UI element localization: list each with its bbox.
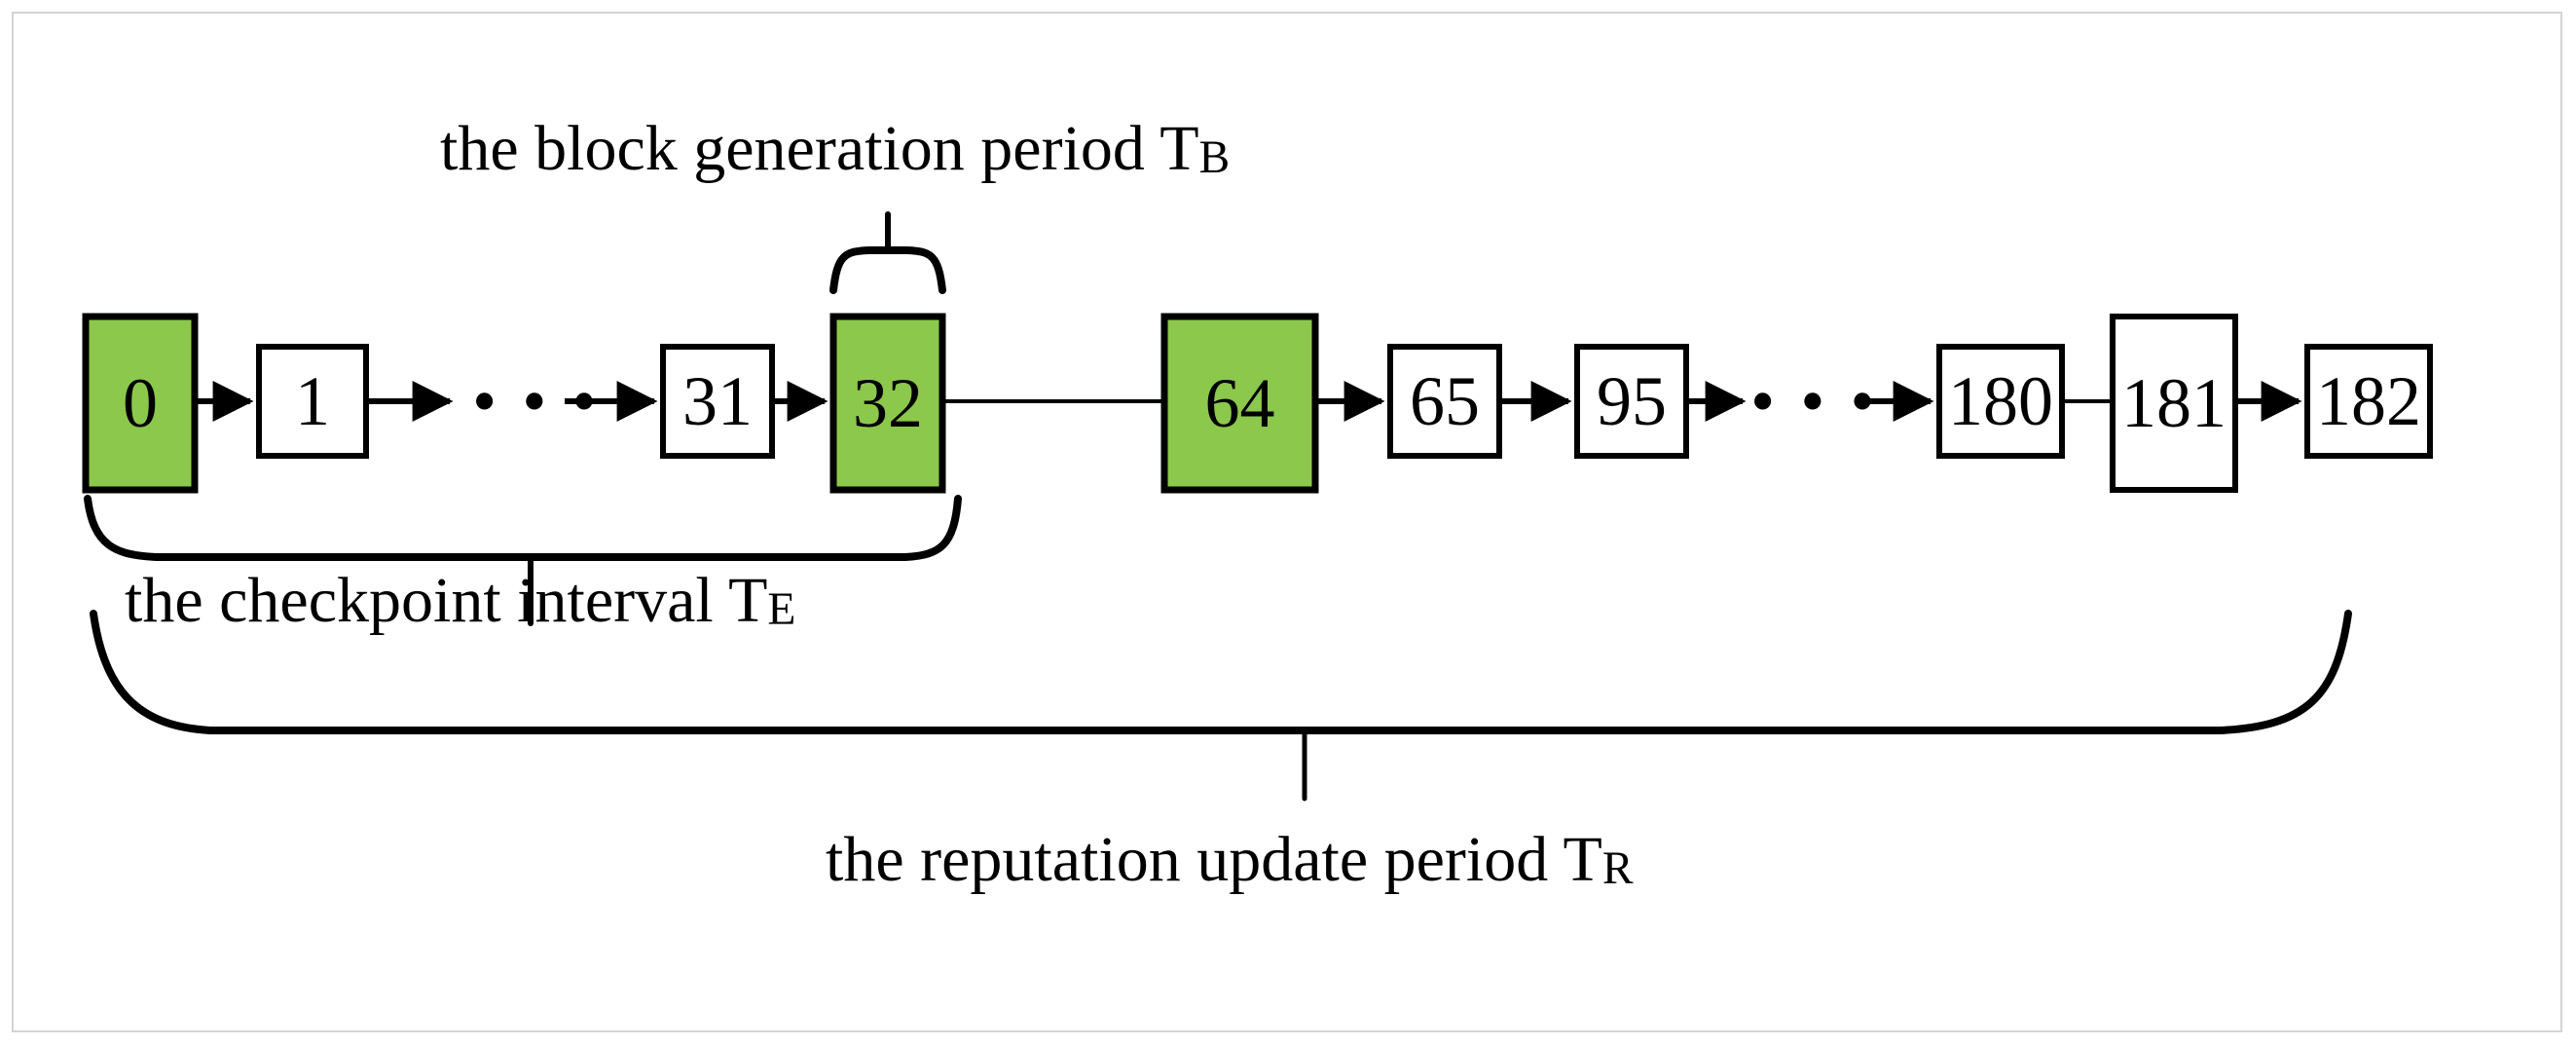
label-reputation-update-text: the reputation update period T xyxy=(826,824,1602,895)
label-checkpoint-interval-text: the checkpoint interval T xyxy=(125,565,768,636)
block-box-32[interactable] xyxy=(829,313,946,494)
block-box-181[interactable] xyxy=(2110,314,2238,493)
block-box-0[interactable] xyxy=(82,313,199,494)
block-box-65[interactable] xyxy=(1387,344,1502,459)
label-block-generation-text: the block generation period T xyxy=(440,113,1199,184)
block-box-95[interactable] xyxy=(1574,344,1689,459)
label-checkpoint-interval: the checkpoint interval TE xyxy=(125,569,796,633)
label-checkpoint-interval-subscript: E xyxy=(767,583,796,635)
label-block-generation-period: the block generation period TB xyxy=(440,117,1231,181)
brace-checkpoint-interval xyxy=(84,495,962,626)
brace-block-generation xyxy=(829,211,946,294)
label-reputation-update-subscript: R xyxy=(1601,842,1635,894)
ellipsis-icon-1: • • • xyxy=(472,362,601,440)
ellipsis-icon-2: • • • xyxy=(1750,362,1879,440)
block-box-180[interactable] xyxy=(1936,344,2065,459)
block-box-31[interactable] xyxy=(660,344,775,459)
block-box-1[interactable] xyxy=(256,344,369,459)
block-group xyxy=(82,313,2433,494)
label-reputation-update-period: the reputation update period TR xyxy=(826,828,1634,892)
brace-reputation-update xyxy=(90,610,2352,802)
block-box-182[interactable] xyxy=(2304,344,2433,459)
label-block-generation-subscript: B xyxy=(1198,131,1231,183)
block-box-64[interactable] xyxy=(1160,313,1319,494)
